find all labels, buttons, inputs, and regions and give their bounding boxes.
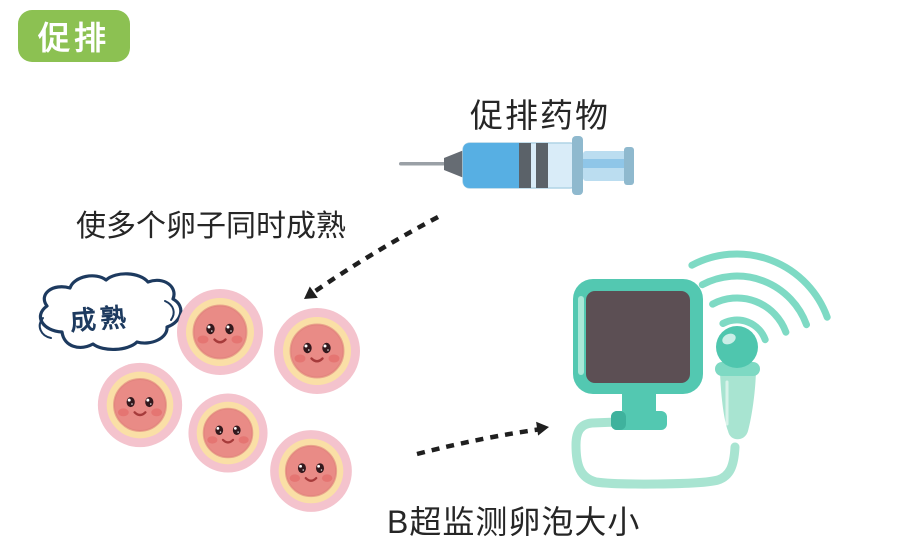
dashed-arrow-to-ultrasound-icon [416,421,549,457]
signal-waves-icon [688,250,831,344]
probe-cable [571,417,740,489]
maturation-caption: 使多个卵子同时成熟 [76,210,346,243]
egg-cell-icon [272,306,362,396]
drug-label: 促排药物 [470,97,610,134]
egg-cell-icon [269,429,353,513]
syringe-icon [399,136,634,195]
cloud-bubble-icon [38,272,183,351]
monitor-screen [586,291,690,383]
egg-cell-icon [96,361,184,449]
egg-cell-icon [175,287,265,377]
stage-badge: 促排 [18,10,130,62]
ultrasound-probe-icon [715,326,760,440]
ultrasound-machine-icon [571,250,831,489]
dashed-arrow-to-eggs-icon [304,215,440,299]
egg-cell-icon [187,392,269,474]
ultrasound-caption: B超监测卵泡大小 [387,504,641,540]
cloud-label: 成熟 [69,301,132,337]
